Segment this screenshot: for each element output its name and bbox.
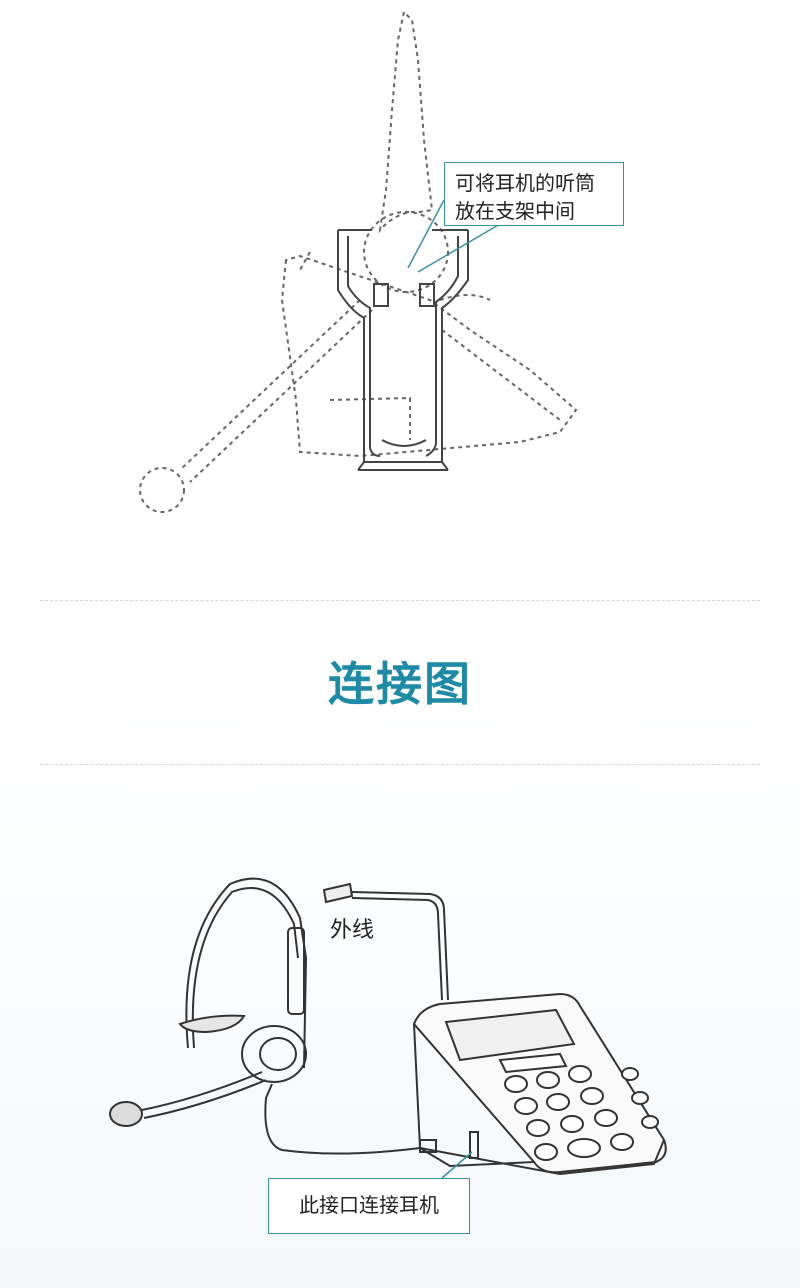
divider-top: [40, 600, 760, 601]
connection-diagram: [109, 877, 667, 1179]
section-title: 连接图: [328, 657, 472, 711]
holder-callout: 可将耳机的听筒 放在支架中间: [444, 162, 624, 226]
outside-line-label: 外线: [330, 918, 375, 943]
headset-holder-illustration: [139, 9, 578, 513]
divider-bottom: [40, 764, 760, 765]
headset-port-callout: 此接口连接耳机: [268, 1178, 470, 1234]
holder-callout-line-2: 放在支架中间: [455, 199, 575, 223]
holder-callout-line-1: 可将耳机的听筒: [455, 171, 595, 195]
